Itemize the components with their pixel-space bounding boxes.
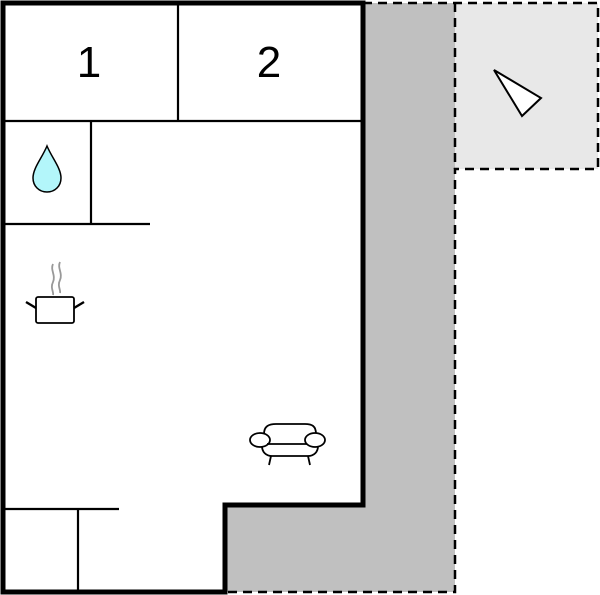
compass-pointer-icon (493, 69, 543, 118)
outdoor-dashed-boundary (225, 1, 600, 594)
cooking-pot-icon (25, 261, 85, 324)
garden-area[interactable] (455, 3, 598, 169)
water-drop-icon (32, 144, 62, 193)
room-1-label: 1 (77, 38, 101, 87)
room-2-label: 2 (257, 38, 281, 87)
sofa-icon (249, 423, 326, 466)
terrace-area[interactable] (225, 3, 455, 592)
interior-walls (3, 3, 363, 592)
exterior-walls (0, 0, 366, 595)
